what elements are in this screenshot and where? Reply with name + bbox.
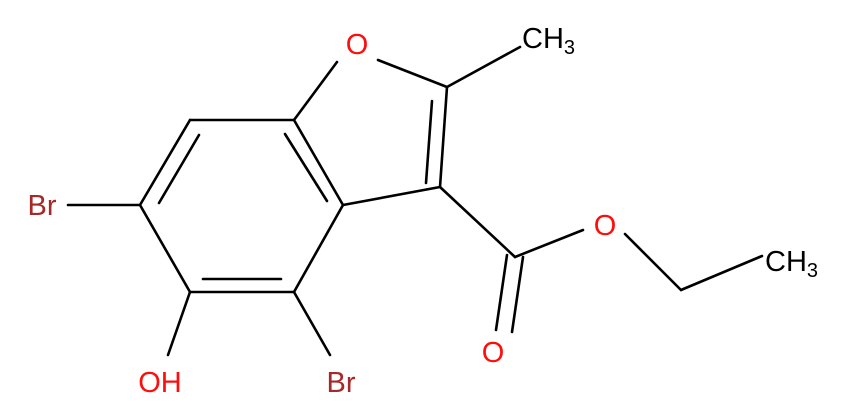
bromine-left-label: Br: [28, 190, 57, 222]
ethyl-methyl-main: CH: [765, 246, 807, 278]
bond-c6-c5: [138, 203, 192, 294]
ethyl-methyl-label: CH3: [765, 246, 818, 282]
bond-c4-br: [292, 290, 332, 357]
bond-carbonyl-o-b: [510, 255, 525, 334]
ring-oxygen-label: O: [346, 29, 369, 61]
bond-ch2-ch3: [679, 254, 764, 292]
bond-c5-oh: [166, 290, 192, 357]
ester-oxygen-label: O: [594, 210, 617, 242]
methyl-top-main: CH: [522, 23, 564, 55]
bond-c3-carbonyl: [438, 185, 517, 259]
bond-c4-c3a: [292, 203, 345, 294]
bond-c2-c3-inner: [424, 99, 434, 185]
carbonyl-oxygen-label: O: [482, 337, 505, 369]
bond-c3-c3a: [341, 185, 442, 207]
bromine-bottom-label: Br: [327, 367, 356, 399]
methyl-top-subscript: 3: [564, 37, 575, 59]
bonds: [66, 45, 764, 357]
bond-o1-c2: [376, 58, 449, 89]
ethyl-methyl-subscript: 3: [807, 260, 818, 282]
atom-labels: O CH3 O O CH3 Br Br OH: [28, 23, 819, 399]
bond-c2-methyl: [445, 45, 522, 89]
bond-c7a-o1: [292, 60, 339, 122]
bond-c2-c3: [438, 85, 449, 189]
bond-c7-c6: [138, 118, 192, 207]
bond-carbonyl-o-a: [494, 253, 509, 332]
hydroxyl-label: OH: [138, 367, 182, 399]
bond-c3a-c7a-inner: [283, 132, 329, 203]
bond-ester-o-ch2: [623, 232, 683, 292]
methyl-top-label: CH3: [522, 23, 575, 59]
bond-c3a-c7a: [292, 118, 345, 207]
bond-c7-c6-inner: [157, 133, 201, 205]
bond-carbonyl-ester-o: [513, 228, 585, 259]
